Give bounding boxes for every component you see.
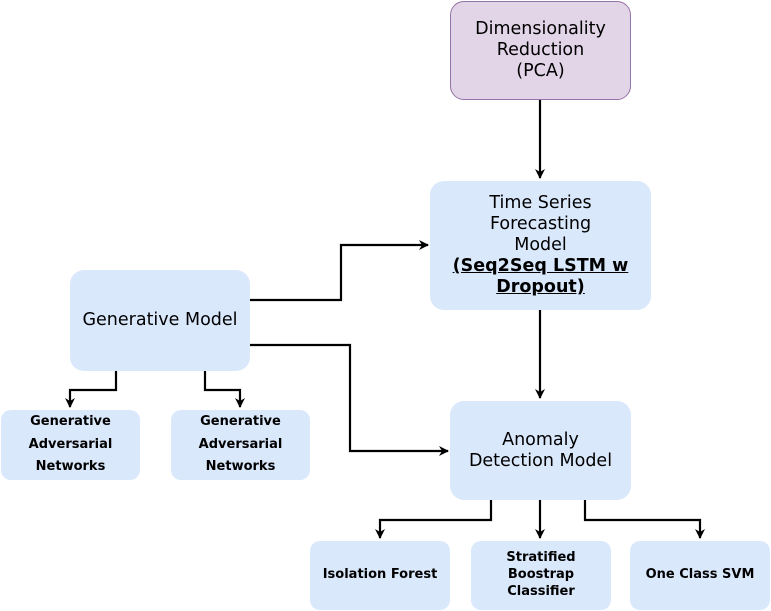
forecast-line-1: Time Series [489, 193, 592, 213]
stratified-line-2: Boostrap [507, 567, 575, 583]
forecast-line-3: Model [514, 235, 567, 255]
pca-line-2: Reduction [496, 40, 585, 60]
forecast-link-line-1[interactable]: (Seq2Seq LSTM w [452, 256, 629, 276]
node-pca: Dimensionality Reduction (PCA) [450, 1, 631, 100]
gan-right-line-2: Adversarial [198, 436, 283, 452]
node-isolation: Isolation Forest [310, 541, 450, 610]
pca-line-1: Dimensionality [475, 19, 606, 39]
isolation-label: Isolation Forest [322, 567, 438, 583]
gan-left-line-3: Networks [35, 459, 106, 475]
gan-right-line-1: Generative [200, 413, 281, 429]
edge-generative-to-gan-left [65, 371, 118, 408]
forecast-line-2: Forecasting [489, 214, 592, 234]
edge-anomaly-to-svm [583, 500, 705, 539]
stratified-line-3: Classifier [507, 583, 575, 599]
node-forecast: Time Series Forecasting Model (Seq2Seq L… [430, 181, 651, 310]
node-svm: One Class SVM [630, 541, 770, 610]
gan-left-line-1: Generative [30, 413, 111, 429]
edge-anomaly-to-isolation [375, 500, 493, 539]
node-gan-left: Generative Adversarial Networks [1, 410, 140, 480]
svm-label: One Class SVM [645, 567, 755, 583]
anomaly-line-1: Anomaly [502, 429, 579, 450]
anomaly-line-2: Detection Model [468, 450, 613, 471]
edge-generative-to-anomaly [250, 343, 449, 456]
pca-line-3: (PCA) [516, 61, 565, 81]
edge-generative-to-gan-right [203, 371, 245, 408]
edge-generative-to-forecast [250, 240, 429, 302]
stratified-line-1: Stratified [506, 550, 576, 566]
node-stratified: Stratified Boostrap Classifier [471, 541, 611, 610]
gan-left-line-2: Adversarial [28, 436, 113, 452]
node-anomaly: Anomaly Detection Model [450, 401, 631, 500]
gan-right-line-3: Networks [205, 459, 276, 475]
node-generative: Generative Model [70, 270, 250, 371]
forecast-link-line-2[interactable]: Dropout) [496, 277, 585, 297]
node-gan-right: Generative Adversarial Networks [171, 410, 310, 480]
generative-label: Generative Model [82, 310, 238, 330]
